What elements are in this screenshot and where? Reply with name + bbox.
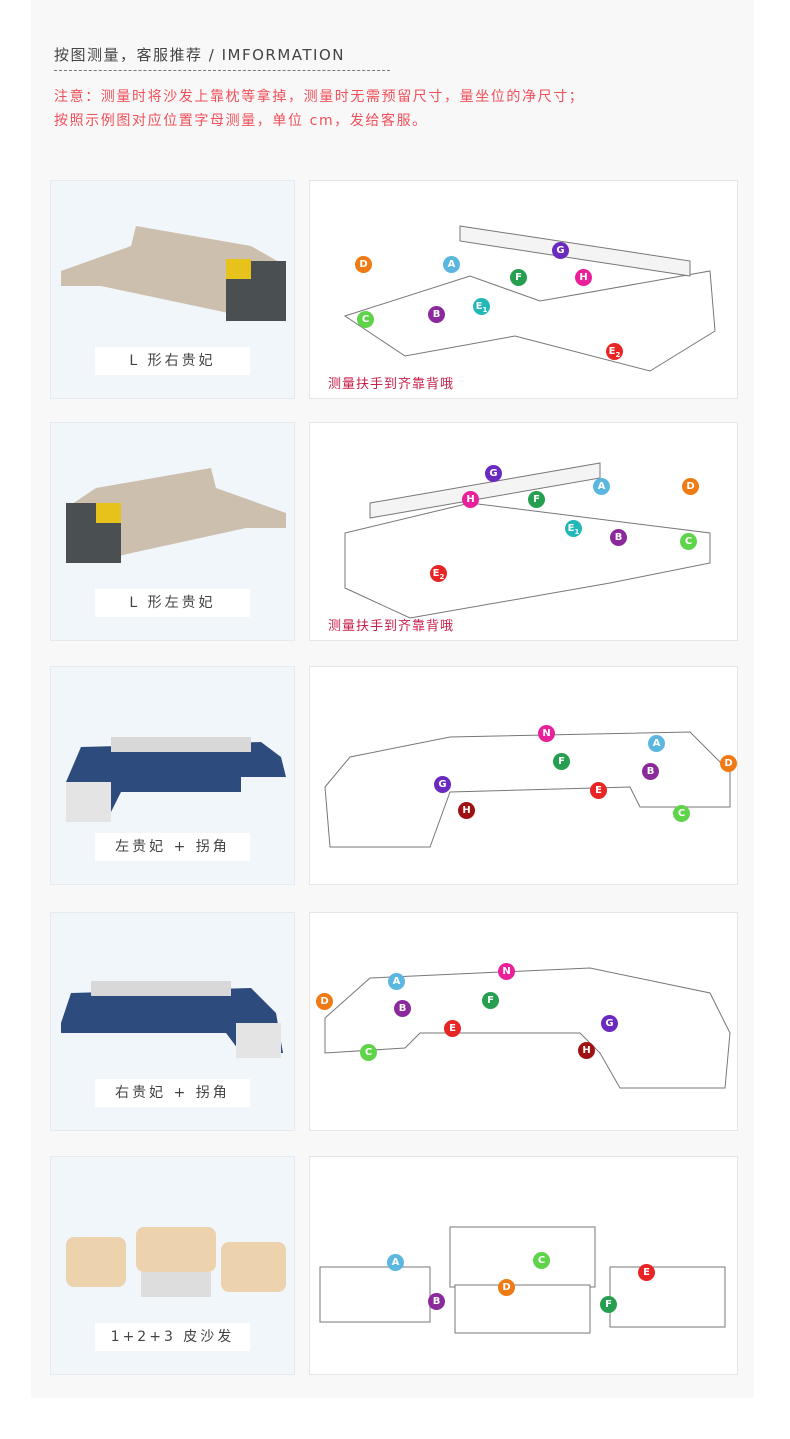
marker-f: F — [482, 992, 499, 1009]
marker-a: A — [443, 256, 460, 273]
marker-a: A — [593, 478, 610, 495]
dashed-divider — [54, 70, 390, 71]
marker-e: E — [444, 1020, 461, 1037]
section-title: 按图测量，客服推荐 / IMFORMATION — [54, 46, 345, 64]
marker-b: B — [610, 529, 627, 546]
marker-h3: H — [578, 1042, 595, 1059]
sofa-type-label: L 形右贵妃 — [95, 347, 250, 375]
sofa-type-label: 左贵妃 + 拐角 — [95, 833, 250, 861]
sofa-type-label: L 形左贵妃 — [95, 589, 250, 617]
marker-g: G — [434, 776, 451, 793]
marker-a: A — [387, 1254, 404, 1271]
sofa-photo-card: L 形右贵妃 — [50, 180, 295, 399]
marker-b: B — [428, 306, 445, 323]
marker-f: F — [510, 269, 527, 286]
sofa-photo — [66, 1227, 286, 1297]
marker-g: G — [552, 242, 569, 259]
marker-b: B — [642, 763, 659, 780]
marker-a: A — [388, 973, 405, 990]
sofa-photo-card: 右贵妃 + 拐角 — [50, 912, 295, 1131]
marker-d: D — [355, 256, 372, 273]
diagram-caption: 测量扶手到齐靠背哦 — [328, 377, 455, 392]
diagram-caption: 测量扶手到齐靠背哦 — [328, 619, 455, 634]
measurement-diagram-card: N A D F B G E H C — [309, 666, 738, 885]
marker-e: E — [638, 1264, 655, 1281]
measurement-diagram-card: A B C D E F — [309, 1156, 738, 1375]
marker-h: H — [462, 491, 479, 508]
marker-g: G — [601, 1015, 618, 1032]
sofa-type-label: 1+2+3 皮沙发 — [95, 1323, 250, 1351]
marker-d: D — [682, 478, 699, 495]
marker-d: D — [720, 755, 737, 772]
sofa-photo — [66, 468, 286, 563]
sofa-photo-card: 1+2+3 皮沙发 — [50, 1156, 295, 1375]
marker-h3: H — [458, 802, 475, 819]
marker-d: D — [498, 1279, 515, 1296]
marker-d: D — [316, 993, 333, 1010]
marker-c: C — [360, 1044, 377, 1061]
marker-f: F — [600, 1296, 617, 1313]
marker-c: C — [533, 1252, 550, 1269]
sofa-photo-card: L 形左贵妃 — [50, 422, 295, 641]
sofa-type-label: 右贵妃 + 拐角 — [95, 1079, 250, 1107]
marker-n: N — [498, 963, 515, 980]
sofa-photo-card: 左贵妃 + 拐角 — [50, 666, 295, 885]
marker-e: E — [590, 782, 607, 799]
marker-b: B — [428, 1293, 445, 1310]
marker-e1: E1 — [565, 520, 582, 537]
sofa-photo — [61, 981, 283, 1058]
marker-h: H — [575, 269, 592, 286]
note-line-2: 按照示例图对应位置字母测量，单位 cm，发给客服。 — [54, 113, 428, 129]
marker-n: N — [538, 725, 555, 742]
marker-g: G — [485, 465, 502, 482]
sofa-photo — [66, 737, 286, 822]
sofa-line-drawing — [319, 1226, 726, 1334]
marker-c: C — [357, 311, 374, 328]
marker-b: B — [394, 1000, 411, 1017]
note-line-1: 注意：测量时将沙发上靠枕等拿掉，测量时无需预留尺寸，量坐位的净尺寸； — [54, 89, 585, 105]
measurement-diagram-card: D A G F H E1 B C E2 测量扶手到齐靠背哦 — [309, 180, 738, 399]
marker-c: C — [680, 533, 697, 550]
sofa-line-drawing — [324, 967, 731, 1089]
sofa-photo — [61, 226, 286, 321]
marker-c: C — [673, 805, 690, 822]
marker-e2: E2 — [430, 565, 447, 582]
marker-e2: E2 — [606, 343, 623, 360]
sofa-line-drawing — [344, 462, 711, 619]
marker-f: F — [553, 753, 570, 770]
marker-e1: E1 — [473, 298, 490, 315]
marker-a: A — [648, 735, 665, 752]
marker-f: F — [528, 491, 545, 508]
sofa-line-drawing — [343, 225, 716, 372]
sofa-line-drawing — [324, 731, 731, 848]
